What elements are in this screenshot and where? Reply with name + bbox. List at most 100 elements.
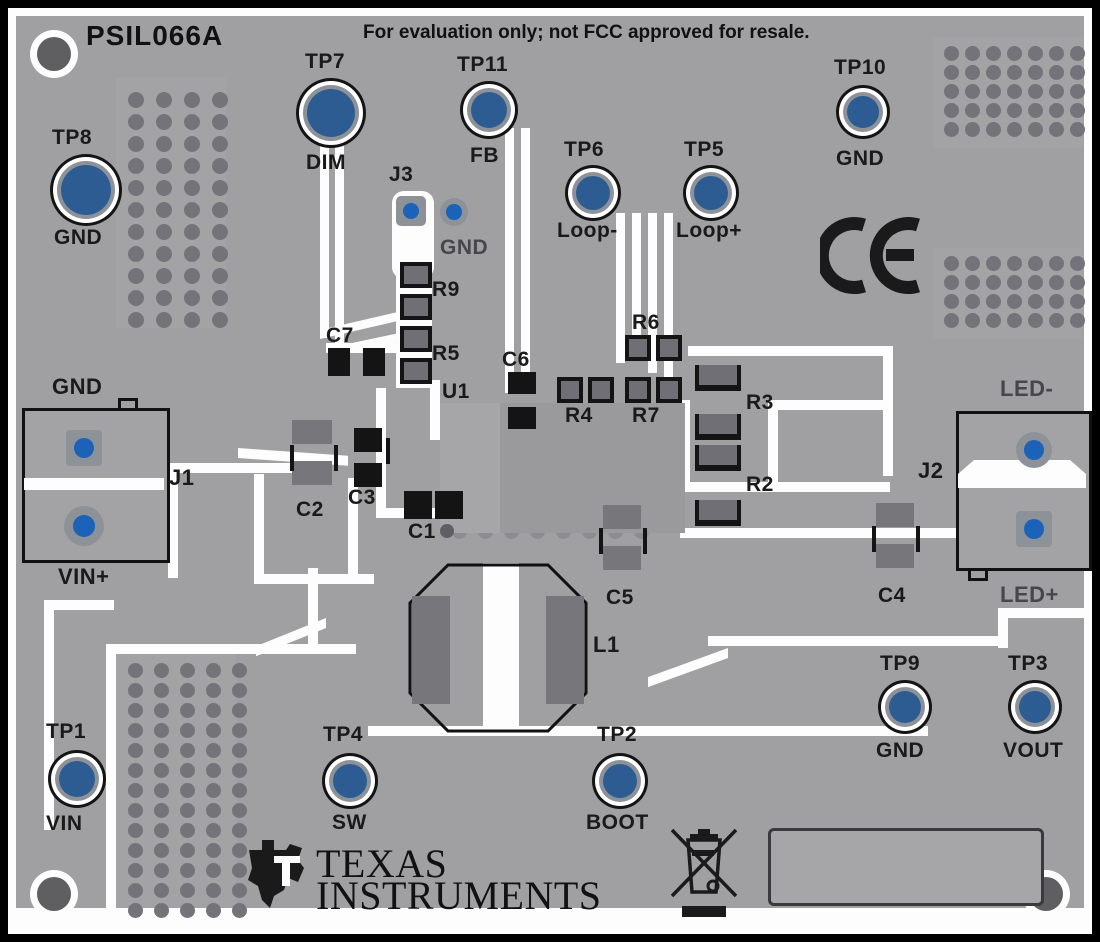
via <box>1007 103 1022 118</box>
via <box>128 723 143 738</box>
testpoint-tp8[interactable] <box>50 154 122 226</box>
connector-j3-pad1[interactable] <box>396 196 426 226</box>
connector-j2-pad-ledminus[interactable] <box>1016 432 1052 468</box>
via <box>944 65 959 80</box>
connector-j3-pad2[interactable] <box>440 198 468 226</box>
via <box>1049 65 1064 80</box>
connector-j2-pad-ledplus[interactable] <box>1016 511 1052 547</box>
silk-gnd-clearance-left <box>254 474 264 584</box>
component-r3-body <box>699 365 737 385</box>
silk-bottom-band <box>16 908 1084 926</box>
via <box>206 883 221 898</box>
testpoint-tp7[interactable] <box>296 78 366 148</box>
testpoint-tp10-id: TP10 <box>834 56 887 79</box>
via <box>1049 46 1064 61</box>
via <box>1007 46 1022 61</box>
component-label-l1: L1 <box>593 632 620 657</box>
via <box>156 158 172 174</box>
mounting-hole-top-left <box>30 30 78 78</box>
via <box>232 663 247 678</box>
component-label-c3: C3 <box>348 486 376 509</box>
via <box>1028 122 1043 137</box>
via <box>1007 275 1022 290</box>
pcb-substrate: U1 TP8 GND TP7 DIM TP11 FB TP6 Loop- TP5… <box>8 8 1092 934</box>
via <box>944 84 959 99</box>
silk-left-edge <box>8 8 16 934</box>
via <box>965 65 980 80</box>
component-r7-body1 <box>629 381 647 399</box>
via <box>156 114 172 130</box>
component-c4-pad2 <box>876 544 914 568</box>
testpoint-tp8-id: TP8 <box>52 126 93 149</box>
via <box>180 763 195 778</box>
component-r6-body2 <box>404 362 428 380</box>
via <box>154 903 169 918</box>
trace-dim-vertical-2 <box>335 138 344 353</box>
via <box>180 823 195 838</box>
testpoint-tp1-net: VIN <box>46 812 83 835</box>
via <box>212 312 228 328</box>
trace-loop-plus <box>648 213 657 373</box>
via <box>180 863 195 878</box>
testpoint-tp6[interactable] <box>565 165 621 221</box>
via <box>154 703 169 718</box>
testpoint-tp9[interactable] <box>878 680 932 734</box>
testpoint-tp3-net: VOUT <box>1003 739 1064 762</box>
component-l1-pad1 <box>412 596 450 704</box>
via <box>1070 256 1085 271</box>
silk-top-edge <box>8 8 1092 16</box>
component-c2-mark2 <box>334 445 338 471</box>
testpoint-tp11[interactable] <box>460 81 518 139</box>
testpoint-tp1[interactable] <box>48 750 106 808</box>
via <box>128 883 143 898</box>
component-label-c1: C1 <box>408 520 436 543</box>
component-c2-mark1 <box>290 445 294 471</box>
via <box>184 246 200 262</box>
via <box>1028 65 1043 80</box>
component-c3-mark <box>386 438 390 464</box>
component-r9-body1 <box>404 266 428 284</box>
component-l1-pad2 <box>546 596 584 704</box>
component-c1-term1 <box>404 491 432 519</box>
via <box>232 883 247 898</box>
connector-j2-label: J2 <box>918 458 944 483</box>
via <box>232 843 247 858</box>
via <box>212 180 228 196</box>
via <box>128 268 144 284</box>
testpoint-tp2-net: BOOT <box>586 811 649 834</box>
testpoint-tp4[interactable] <box>322 753 378 809</box>
trace-led-out <box>680 528 960 538</box>
testpoint-tp5[interactable] <box>683 165 739 221</box>
testpoint-tp3[interactable] <box>1008 680 1062 734</box>
via <box>156 136 172 152</box>
testpoint-tp6-net: Loop- <box>557 219 618 242</box>
testpoint-tp10[interactable] <box>836 85 890 139</box>
component-c5-pad1 <box>603 505 641 529</box>
via <box>128 224 144 240</box>
via <box>206 683 221 698</box>
via <box>128 312 144 328</box>
via <box>206 803 221 818</box>
via <box>965 46 980 61</box>
via <box>128 663 143 678</box>
via <box>156 290 172 306</box>
testpoint-tp2[interactable] <box>592 753 648 809</box>
via <box>1028 256 1043 271</box>
testpoint-tp7-id: TP7 <box>305 50 346 73</box>
via <box>965 84 980 99</box>
component-r4-body2 <box>592 381 610 399</box>
component-c7-term2 <box>363 348 385 376</box>
via <box>128 290 144 306</box>
via <box>206 843 221 858</box>
connector-j2-net-ledplus: LED+ <box>1000 582 1059 607</box>
connector-j1-pad-vin[interactable] <box>64 506 104 546</box>
via <box>154 683 169 698</box>
via <box>154 823 169 838</box>
component-label-r2: R2 <box>746 473 774 496</box>
silk-gnd-clearance-mid <box>348 478 358 578</box>
silk-bl-far-top <box>44 600 114 610</box>
via <box>232 783 247 798</box>
connector-j1-pad-gnd[interactable] <box>66 430 102 466</box>
trace-fb-1 <box>505 128 514 393</box>
via <box>154 843 169 858</box>
